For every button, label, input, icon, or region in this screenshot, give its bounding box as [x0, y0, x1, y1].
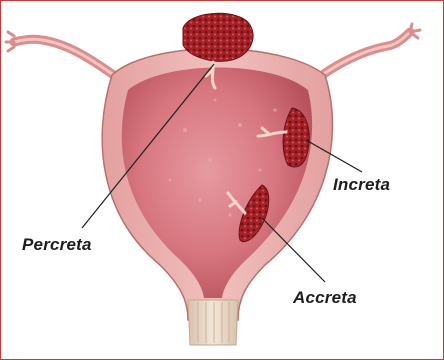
left-fallopian-tube: [6, 32, 118, 78]
uterine-cavity: [122, 68, 312, 299]
right-fallopian-tube: [318, 24, 420, 78]
label-accreta: Accreta: [293, 288, 357, 308]
cervix: [188, 300, 238, 345]
label-percreta: Percreta: [22, 235, 92, 255]
label-increta: Increta: [333, 175, 390, 195]
